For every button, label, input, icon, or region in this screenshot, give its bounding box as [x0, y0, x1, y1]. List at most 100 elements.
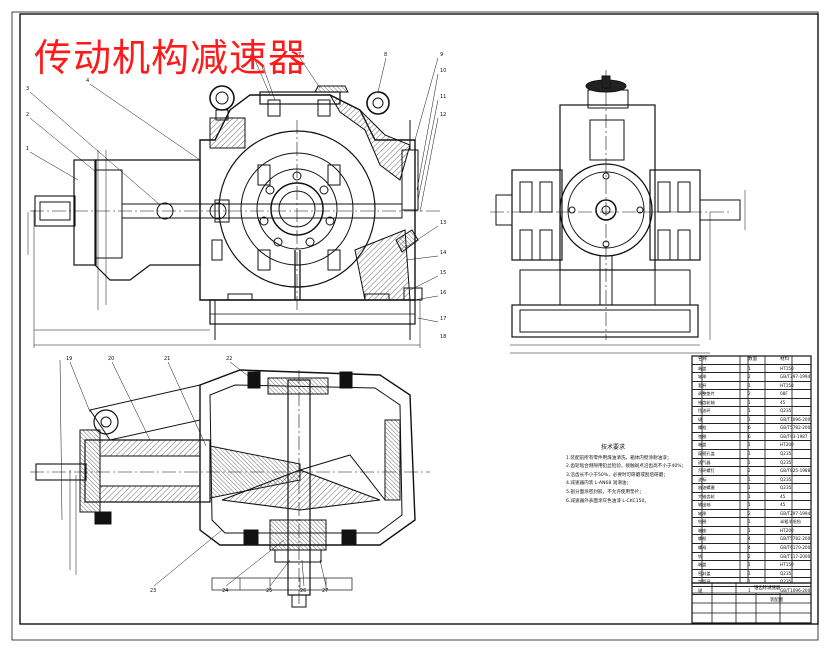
leader-label: 26 — [300, 588, 306, 594]
bom-cell-name: 端盖 — [698, 365, 707, 371]
bom-header-row: 名称 数量 材料 — [692, 356, 811, 365]
bom-cell-material: HT150 — [780, 365, 794, 371]
bom-cell-qty: 6 — [748, 425, 751, 431]
leader-labels-section: 19 20 21 22 23 24 25 26 27 — [66, 356, 328, 594]
section-leader-lines — [69, 361, 327, 587]
bom-cell-name: 通气器 — [698, 459, 711, 465]
leader-label: 4 — [86, 78, 89, 84]
bom-cell-qty: 1 — [748, 570, 751, 576]
leader-labels-front: 1 2 3 4 5 6 7 8 9 10 11 12 13 14 15 16 1… — [26, 52, 446, 340]
bom-cell-qty: 1 — [748, 476, 751, 482]
bom-cell-qty: 1 — [748, 399, 751, 405]
bom-cell-material: GB/T1096-2003 — [780, 587, 811, 593]
bom-cell-name: 端盖 — [698, 562, 707, 568]
bom-cell-material: Q235 — [780, 476, 792, 482]
leader-label: 7 — [298, 52, 301, 58]
leader-label: 18 — [440, 334, 446, 340]
front-view — [27, 57, 440, 348]
section-bolts — [94, 371, 357, 545]
bom-cell-qty: 6 — [748, 433, 751, 439]
bom-cell-qty: 2 — [748, 391, 751, 397]
section-view — [30, 359, 430, 608]
leader-label: 12 — [440, 112, 446, 118]
leader-label: 27 — [322, 588, 328, 594]
bom-cell-qty: 2 — [748, 510, 751, 516]
bom-cell-material: GB/T6170-2000 — [780, 545, 811, 551]
bom-cell-qty: 1 — [748, 459, 751, 465]
bom-cell-qty: 1 — [748, 365, 751, 371]
technical-requirements-heading: 技术要求 — [600, 444, 625, 451]
leader-label: 24 — [222, 588, 228, 594]
title-block-drawing-no: 装配图 — [770, 598, 784, 603]
bom-cell-name: 毡圈 — [698, 519, 707, 525]
bom-cell-name: 轴承 — [698, 510, 707, 516]
bom-cell-name: 套杯 — [698, 382, 707, 388]
bom-cell-material: GB/T297-1994 — [780, 374, 811, 380]
bom-cell-material: 45 — [780, 493, 786, 499]
side-dimension-lines — [510, 190, 746, 354]
bom-cell-qty: 1 — [748, 562, 751, 568]
bom-cell-name: 输出轴 — [698, 502, 711, 508]
bom-cell-name: 销 — [698, 553, 703, 559]
title-block-name: 锥齿轮减速器 — [754, 586, 781, 591]
bom-cell-name: 轴承 — [698, 374, 707, 380]
title-block-grid — [211, 577, 812, 624]
bom-cell-name: 密封盖 — [698, 570, 711, 576]
bom-cell-material: GB/T5782-2000 — [780, 536, 811, 542]
technical-requirements: 技术要求 1.装配前所有零件用煤油清洗，箱体内壁涂耐油漆； 2.齿轮啮合侧隙用铅… — [566, 444, 690, 506]
section-dimension-lines — [59, 359, 77, 575]
bom-cell-name: 箱盖 — [698, 442, 707, 448]
bom-cell-qty: 1 — [748, 416, 751, 422]
bom-cell-qty: 2 — [748, 468, 751, 474]
bom-cell-qty: 1 — [748, 408, 751, 414]
bom-cell-material: GB/T1096-2003 — [780, 416, 811, 422]
leader-label: 5 — [250, 54, 253, 60]
bom-cell-qty: 4 — [748, 545, 751, 551]
bom-cell-material: HT150 — [780, 382, 794, 388]
leader-label: 6 — [262, 66, 265, 72]
bom-cell-name: 调整垫片 — [698, 391, 715, 397]
bom-cell-name: 油标 — [698, 476, 707, 482]
leader-label: 15 — [440, 270, 446, 276]
bom-cell-material: GB/T297-1994 — [780, 510, 811, 516]
bom-cell-qty: 1 — [748, 485, 751, 491]
bom-cell-name: 螺栓 — [698, 536, 707, 542]
bom-cell-name: 吊环螺钉 — [698, 468, 715, 474]
bom-cell-qty: 1 — [748, 579, 751, 585]
bom-cell-material: HT200 — [780, 527, 794, 533]
side-view — [490, 70, 746, 354]
leader-label: 13 — [440, 220, 446, 226]
technical-note: 2.齿轮啮合侧隙用铅丝检验，接触斑点沿齿高不小于40%； — [566, 464, 687, 470]
bom-cell-qty: 1 — [748, 587, 751, 593]
bom-cell-qty: 1 — [748, 493, 751, 499]
leader-label: 25 — [266, 588, 272, 594]
bom-cell-material: 45 — [780, 399, 786, 405]
leader-label: 21 — [164, 356, 170, 362]
bom-cell-qty: 1 — [748, 527, 751, 533]
bom-cell-name: 挡油环 — [698, 408, 711, 414]
bom-cell-name: 大锥齿轮 — [698, 493, 715, 499]
technical-note: 4.减速器内装 L-AN68 润滑油； — [566, 481, 632, 487]
bom-cell-qty: 1 — [748, 442, 751, 448]
leader-label: 2 — [26, 112, 29, 118]
bom-cell-material: GB/T93-1987 — [780, 433, 808, 439]
